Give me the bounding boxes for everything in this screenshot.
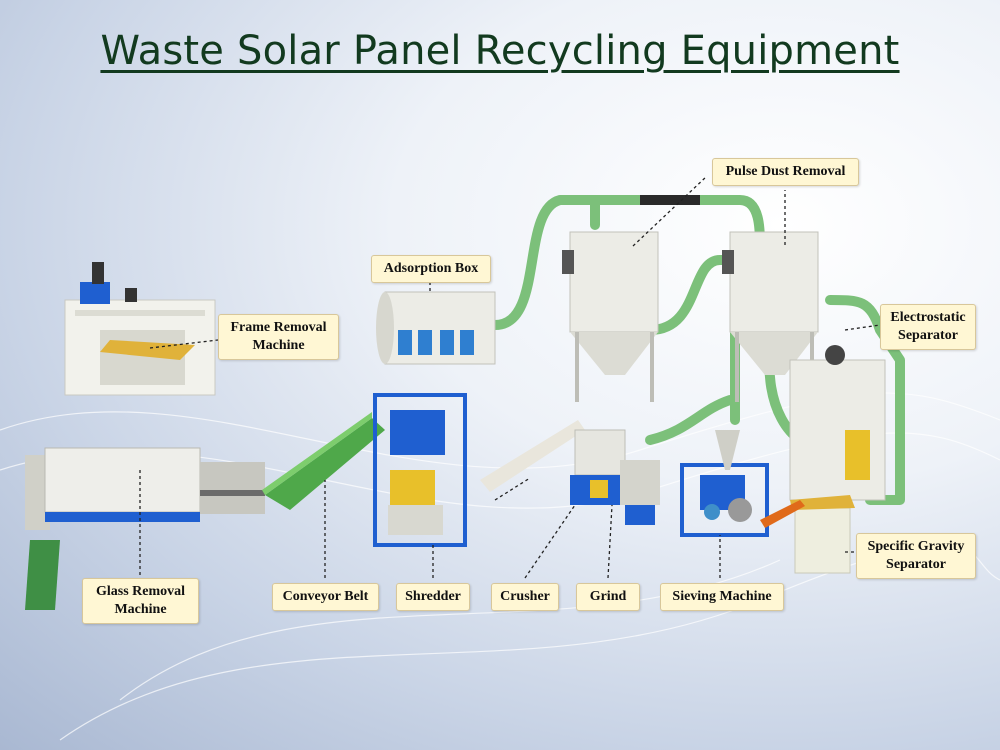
- shredder: [373, 393, 467, 547]
- glass-removal-label: Glass Removal Machine: [82, 578, 199, 624]
- grind-label: Grind: [576, 583, 640, 611]
- specific-gravity-separator: [760, 495, 855, 574]
- electrostatic-separator: [789, 345, 886, 501]
- frame-removal-label: Frame Removal Machine: [218, 314, 339, 360]
- frame-removal-machine: [64, 262, 216, 396]
- sieving-machine-label: Sieving Machine: [660, 583, 784, 611]
- shredder-label: Shredder: [396, 583, 470, 611]
- glass-removal-machine: [25, 447, 265, 610]
- specific-gravity-separator-label: Specific Gravity Separator: [856, 533, 976, 579]
- pulse-dust-removal-label: Pulse Dust Removal: [712, 158, 859, 186]
- page-title: Waste Solar Panel Recycling Equipment: [100, 28, 900, 74]
- conveyor-belt: [262, 412, 385, 510]
- grind-machine: [620, 460, 660, 525]
- ducting-pipes: [490, 195, 905, 505]
- adsorption-box-label: Adsorption Box: [371, 255, 491, 283]
- pulse-dust-removal-units: [562, 231, 819, 402]
- leader-lines: [139, 175, 881, 579]
- sieving-machine: [680, 430, 769, 537]
- conveyor-belt-label: Conveyor Belt: [272, 583, 379, 611]
- crusher-label: Crusher: [491, 583, 559, 611]
- crusher-feed-conveyor: [480, 420, 585, 492]
- adsorption-box: [376, 291, 496, 365]
- electrostatic-separator-label: Electrostatic Separator: [880, 304, 976, 350]
